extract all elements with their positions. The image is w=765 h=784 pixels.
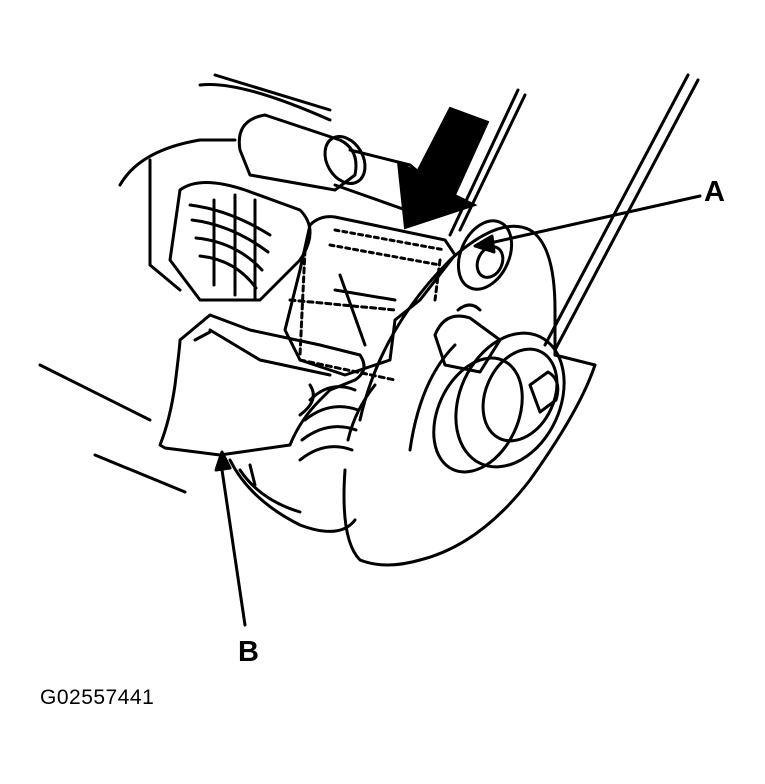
- figure-id: G02557441: [40, 686, 155, 709]
- callout-b-arrowhead: [214, 450, 232, 472]
- suspension-strut: [38, 73, 332, 494]
- wheel-hub: [432, 331, 566, 474]
- brake-hose: [448, 73, 700, 352]
- callout-a-leader: [488, 194, 702, 245]
- callout-a-arrowhead: [473, 234, 496, 254]
- lug-bolt: [433, 219, 514, 374]
- callout-b-leader: [220, 468, 247, 627]
- retaining-clip: [158, 313, 366, 457]
- brake-pad: [283, 215, 457, 382]
- caliper-fins: [228, 385, 360, 533]
- caliper-housing: [168, 181, 312, 302]
- callout-label-a: A: [704, 176, 725, 208]
- press-arrow: [396, 106, 490, 230]
- brake-rotor: [342, 224, 597, 567]
- callout-label-b: B: [238, 636, 259, 668]
